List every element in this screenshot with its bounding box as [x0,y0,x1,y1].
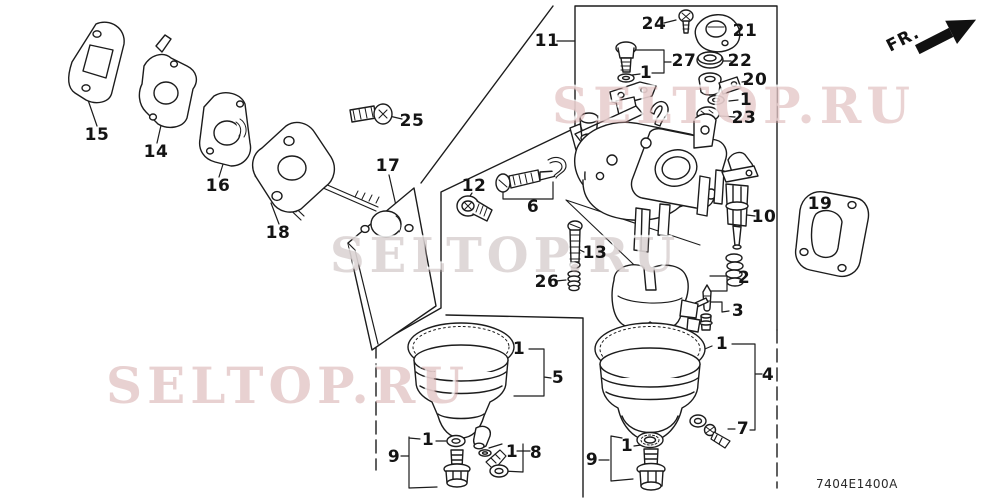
part-label-27: 27 [671,51,697,71]
part-label-11: 11 [534,31,560,51]
part-label-1e: 1 [505,442,519,462]
fr-label: FR. [883,23,923,56]
spring-26-part [567,270,581,292]
part-label-16: 16 [205,176,231,196]
part-label-9a: 9 [387,447,401,467]
shield-17-part [347,187,437,351]
gasket-19-part [794,191,870,278]
part-label-18: 18 [265,223,291,243]
part-label-1g: 1 [620,436,634,456]
part-label-17: 17 [375,156,401,176]
part-label-26: 26 [534,272,560,292]
screw-24-part [678,9,694,34]
part-label-19: 19 [807,194,833,214]
grommet-22-part [696,51,724,69]
bowl-4-part [594,322,706,442]
screw-25-part [349,103,393,125]
bracket-18-part [251,121,380,221]
gasket-15-part [67,21,125,104]
bolt-27-part [615,41,637,83]
part-label-22: 22 [727,51,753,71]
bowl-5-hardware [443,434,509,488]
part-label-25: 25 [399,111,425,131]
bowl-5-part [407,322,515,449]
part-label-4: 4 [761,365,775,385]
bolt-12-part [456,195,493,222]
part-label-12: 12 [461,176,487,196]
gasket-16-part [198,92,252,167]
part-label-23: 23 [731,108,757,128]
insulator-14-part [138,34,198,129]
valve-10-part [721,151,759,250]
part-label-21: 21 [732,21,758,41]
bowl-4-hardware [636,414,731,491]
carburetor-body-part [569,81,728,253]
part-label-2: 2 [737,268,751,288]
assembly-boxes [375,5,778,498]
part-label-1c: 1 [512,339,526,359]
part-label-5: 5 [551,368,565,388]
part-label-20: 20 [742,70,768,90]
part-label-3: 3 [731,301,745,321]
part-label-6: 6 [526,197,540,217]
fr-arrow-shaft [914,27,954,55]
part-label-8: 8 [529,443,543,463]
part-label-1a: 1 [639,63,653,83]
part-label-15: 15 [84,125,110,145]
drawing-code: 7404E1400A [816,477,898,491]
fr-direction-arrow: FR. [883,19,977,56]
float-valve-2-part [699,284,713,331]
part-label-7: 7 [736,419,750,439]
spring-10-part [725,253,744,287]
washer-1-right-part [707,94,725,106]
plate-21-part [694,14,741,53]
part-label-13: 13 [582,243,608,263]
leader-lines [87,19,828,489]
part-label-1b: 1 [739,90,753,110]
part-label-14: 14 [143,142,169,162]
float-part [611,264,701,333]
screw-13-part [567,220,583,269]
screw-set-6-part [495,157,567,193]
valve-seat-20-part [698,72,742,96]
part-label-1d: 1 [421,430,435,450]
part-label-24: 24 [641,14,667,34]
part-label-9b: 9 [585,450,599,470]
part-label-1f: 1 [715,334,729,354]
fr-arrow-head [945,19,977,44]
part-label-10: 10 [751,207,777,227]
